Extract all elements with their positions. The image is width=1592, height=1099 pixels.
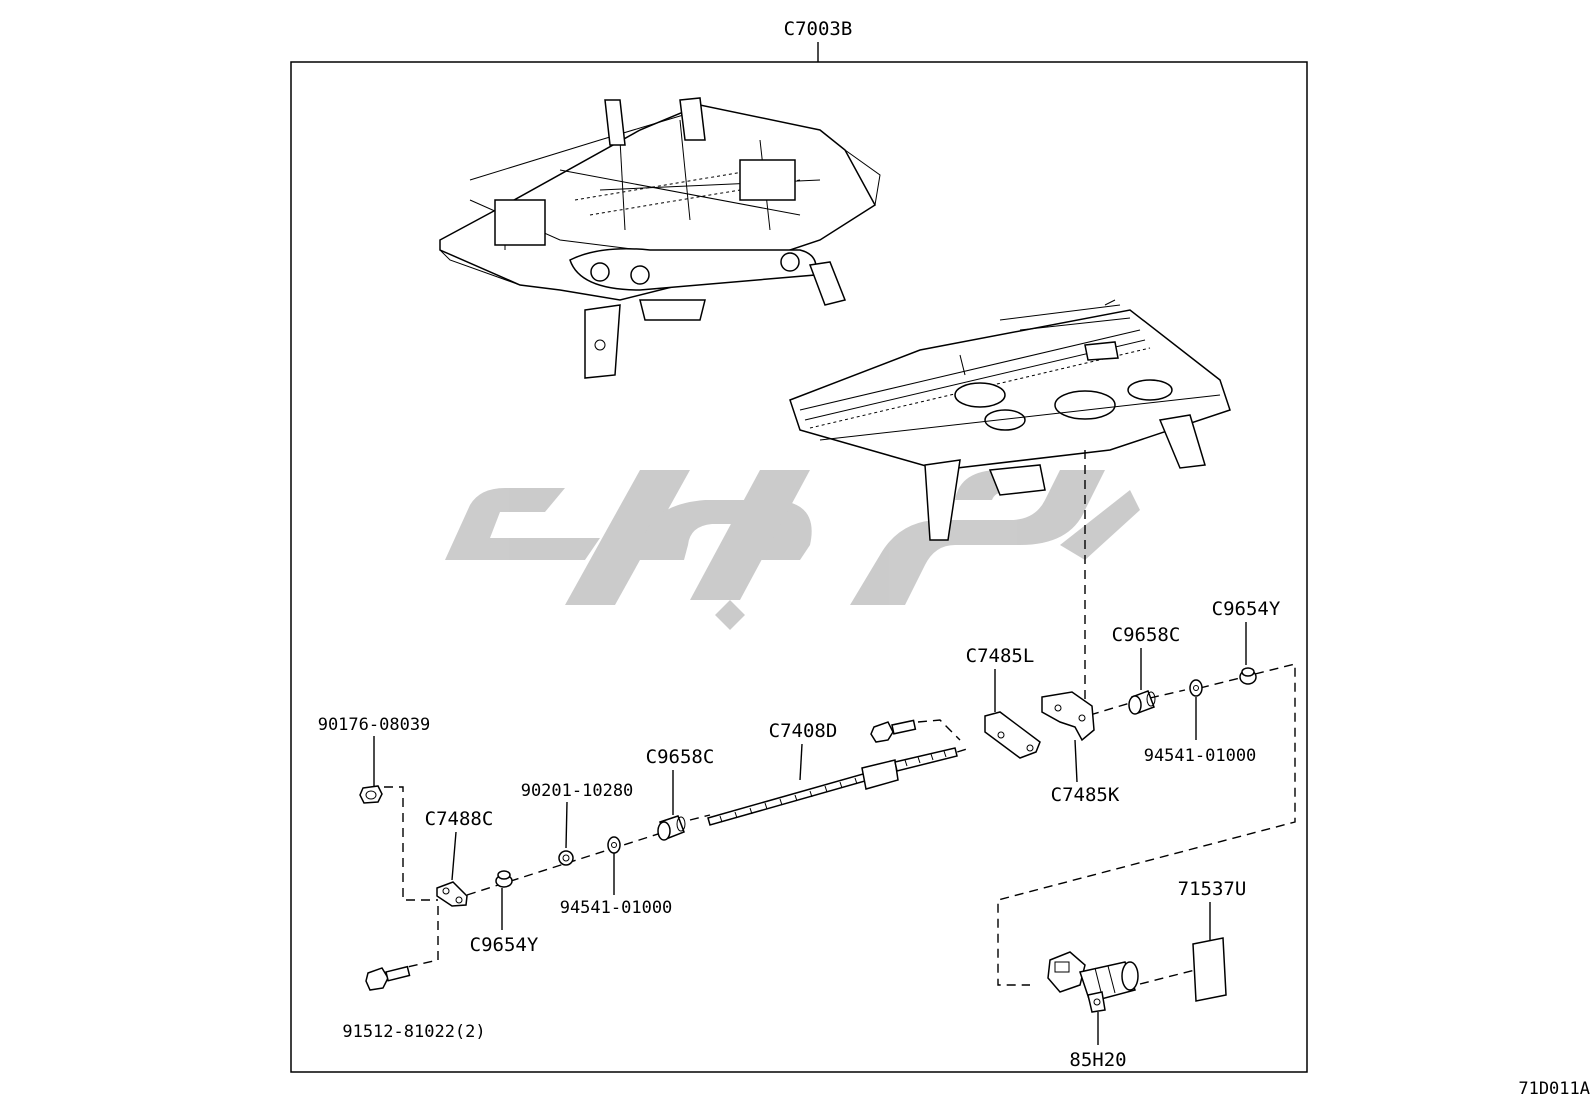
motor-part — [1047, 951, 1139, 1013]
part-label-C9654Y-right: C9654Y — [1212, 598, 1281, 620]
part-label-C7488C: C7488C — [425, 808, 494, 830]
part-label-94541-01000-left: 94541-01000 — [560, 898, 673, 918]
part-label-C7408D: C7408D — [769, 720, 838, 742]
nut-top-part — [359, 785, 383, 804]
part-label-C9658C-left: C9658C — [646, 746, 715, 768]
part-label-90176-08039: 90176-08039 — [318, 715, 431, 735]
plate-bracket-part — [436, 881, 468, 907]
seat-track-rail-illustration — [789, 299, 1231, 541]
part-label-C7485K: C7485K — [1051, 784, 1120, 806]
seat-adjuster-frame-illustration — [439, 97, 881, 379]
washer-left-b-part — [607, 836, 621, 854]
part-label-C9654Y-left: C9654Y — [470, 934, 539, 956]
part-label-94541-01000-right: 94541-01000 — [1144, 746, 1257, 766]
bolt-bottom-part — [365, 965, 411, 991]
part-label-C9658C-right: C9658C — [1112, 624, 1181, 646]
illustration-id: 71D011A — [1518, 1079, 1590, 1099]
part-label-C7485L: C7485L — [966, 645, 1035, 667]
part-label-71537U: 71537U — [1178, 878, 1247, 900]
washer-right-part — [1189, 679, 1203, 697]
bushing-right-part — [1128, 690, 1156, 715]
part-label-91512-81022: 91512-81022(2) — [342, 1022, 485, 1042]
screw-shaft-part — [707, 747, 958, 826]
bracket-upper-part — [984, 711, 1041, 759]
bolt-mid-part — [870, 719, 917, 743]
assembly-code-label: C7003B — [784, 18, 853, 40]
bracket-lower-part — [1041, 691, 1095, 742]
part-label-85H20: 85H20 — [1069, 1049, 1126, 1071]
collar-left-part — [495, 870, 513, 888]
collar-right-part — [1239, 667, 1257, 685]
washer-left-a-part — [558, 850, 574, 866]
part-label-90201-10280: 90201-10280 — [521, 781, 634, 801]
label-sheet-part — [1192, 937, 1227, 1002]
watermark-logo — [445, 470, 1140, 630]
bushing-left-part — [657, 815, 686, 841]
diagram-frame — [290, 61, 1308, 1073]
